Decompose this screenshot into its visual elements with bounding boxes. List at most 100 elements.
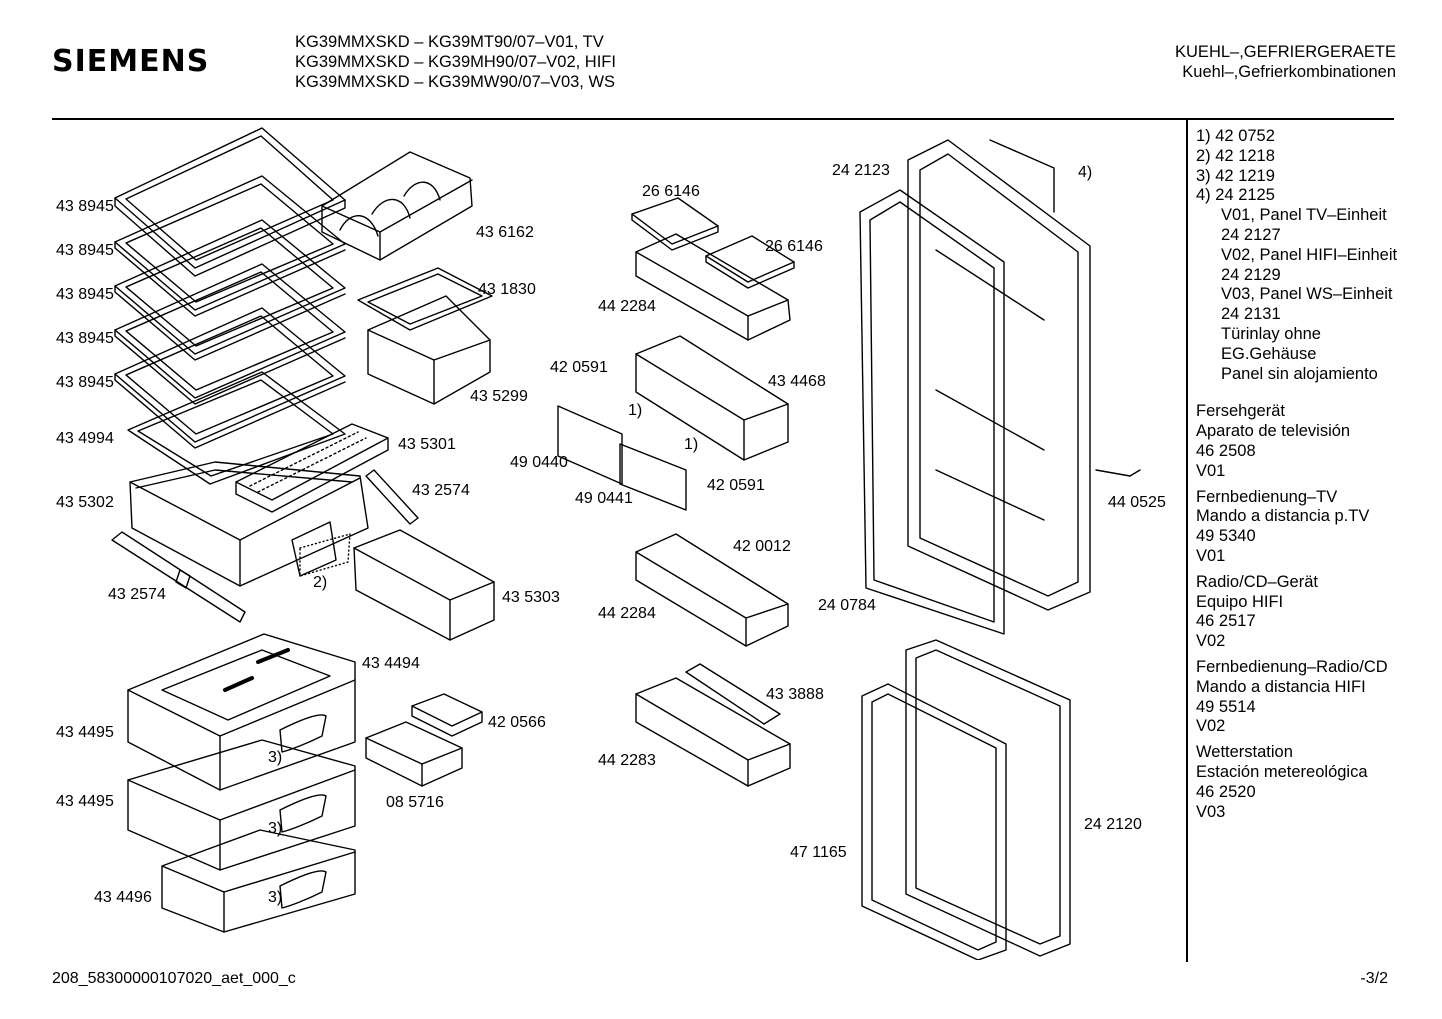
accessory-line: Estación metereológica	[1196, 762, 1368, 781]
door-shelf-with-flaps	[636, 336, 788, 460]
part-label-438945-c: 43 8945	[56, 286, 114, 303]
glass-shelf-4	[115, 264, 345, 404]
small-tray	[358, 268, 492, 330]
footnote-marker-2: 2)	[313, 574, 328, 591]
siemens-logo: SIEMENS	[52, 44, 210, 79]
legend-note-4-detail: Türinlay ohne	[1221, 324, 1321, 343]
footnote-marker-3-c: 3)	[268, 889, 283, 906]
page-number: -3/2	[1360, 970, 1388, 987]
accessory-line: Fernbedienung–Radio/CD	[1196, 657, 1388, 676]
flap-right	[620, 444, 686, 510]
part-label-420566: 42 0566	[488, 714, 546, 731]
part-label-266146-b: 26 6146	[765, 238, 823, 255]
freezer-door	[906, 640, 1070, 956]
accessory-line: Aparato de televisión	[1196, 422, 1351, 441]
glass-shelf-5	[115, 308, 345, 448]
footnote-marker-1-b: 1)	[684, 436, 699, 453]
accessory-hifi-remote: Fernbedienung–Radio/CD Mando a distancia…	[1196, 658, 1397, 737]
accessory-line: 46 2517	[1196, 612, 1256, 631]
part-label-434468: 43 4468	[768, 373, 826, 390]
vegetable-drawer	[130, 462, 368, 586]
part-label-442283: 44 2283	[598, 752, 656, 769]
part-label-266146-a: 26 6146	[642, 183, 700, 200]
door-cable	[1096, 470, 1140, 476]
glass-shelf-3	[115, 220, 345, 360]
side-rail-left	[112, 532, 245, 622]
part-label-436162: 43 6162	[476, 224, 534, 241]
storage-box	[368, 296, 490, 404]
part-label-432574-right: 43 2574	[412, 482, 470, 499]
part-label-440525: 44 0525	[1108, 494, 1166, 511]
accessory-line: V01	[1196, 461, 1226, 480]
footnote-marker-3-a: 3)	[268, 749, 283, 766]
footnote-marker-1-a: 1)	[628, 402, 643, 419]
part-label-435303: 43 5303	[502, 589, 560, 606]
part-label-471165: 47 1165	[790, 844, 847, 861]
ice-cube-tray	[412, 694, 482, 736]
model-list: KG39MMXSKD – KG39MT90/07–V01, TV KG39MMX…	[295, 32, 616, 92]
accessory-line: Mando a distancia HIFI	[1196, 677, 1366, 696]
door-shelf-lower	[636, 678, 790, 786]
legend-note-4-detail: 24 2127	[1221, 225, 1281, 244]
legend-note-4-detail: 24 2129	[1221, 265, 1281, 284]
freezer-drawer-top	[128, 634, 355, 790]
part-label-434994: 43 4994	[56, 430, 114, 447]
document-id: 208_58300000107020_aet_000_c	[52, 970, 296, 987]
part-label-420591-b: 42 0591	[707, 477, 765, 494]
legend-divider	[1186, 120, 1188, 962]
part-label-490440: 49 0440	[510, 454, 568, 471]
part-label-490441: 49 0441	[575, 490, 633, 507]
door-seal-upper	[860, 190, 1004, 634]
accessory-line: Mando a distancia p.TV	[1196, 507, 1370, 526]
accessory-line: 46 2508	[1196, 441, 1256, 460]
accessory-line: 46 2520	[1196, 782, 1256, 801]
flap-left	[558, 406, 622, 484]
model-line-v03: KG39MMXSKD – KG39MW90/07–V03, WS	[295, 73, 616, 91]
legend-note-4-detail: 24 2131	[1221, 305, 1281, 324]
part-label-432574-left: 43 2574	[108, 586, 166, 603]
drawer-cover-vents	[236, 424, 388, 512]
part-label-420012: 42 0012	[733, 538, 791, 555]
part-label-435302: 43 5302	[56, 494, 114, 511]
accessory-line: V02	[1196, 632, 1226, 651]
category-line-2: Kuehl–,Gefrierkombinationen	[1182, 63, 1396, 81]
part-label-431830: 43 1830	[478, 281, 536, 298]
part-label-433888: 43 3888	[766, 686, 824, 703]
part-label-085716: 08 5716	[386, 794, 444, 811]
accessory-line: V01	[1196, 546, 1226, 565]
part-label-434495-a: 43 4495	[56, 724, 114, 741]
accessory-weather-station: Wetterstation Estación metereológica 46 …	[1196, 743, 1397, 822]
model-line-v01: KG39MMXSKD – KG39MT90/07–V01, TV	[295, 33, 604, 51]
legend-note-4: 4) 24 2125	[1196, 186, 1275, 205]
legend-note-1: 1) 42 0752	[1196, 127, 1275, 145]
glass-shelf-2	[115, 176, 345, 316]
drawer-insert-2	[300, 534, 350, 576]
part-label-438945-a: 43 8945	[56, 198, 114, 215]
accessory-hifi: Radio/CD–Gerät Equipo HIFI 46 2517 V02	[1196, 573, 1397, 652]
part-label-442284-lower: 44 2284	[598, 605, 656, 622]
legend-note-3: 3) 42 1219	[1196, 166, 1275, 185]
accessory-line: Equipo HIFI	[1196, 592, 1284, 611]
footnote-marker-3-b: 3)	[268, 820, 283, 837]
bottle-rack	[322, 152, 472, 260]
part-label-435301: 43 5301	[398, 436, 456, 453]
part-label-442284-upper: 44 2284	[598, 298, 656, 315]
part-label-242120: 24 2120	[1084, 816, 1142, 833]
accessory-line: V02	[1196, 717, 1226, 736]
footnote-marker-4: 4)	[1078, 164, 1093, 181]
accessory-tv: Fersehgerät Aparato de televisión 46 250…	[1196, 402, 1397, 481]
accessory-tv-remote: Fernbedienung–TV Mando a distancia p.TV …	[1196, 488, 1397, 567]
ice-box	[366, 722, 462, 786]
side-rail-right	[366, 470, 418, 524]
accessory-line: V03	[1196, 802, 1226, 821]
accessory-line: Fernbedienung–TV	[1196, 487, 1338, 506]
part-label-434494: 43 4494	[362, 655, 420, 672]
part-label-438945-d: 43 8945	[56, 330, 114, 347]
header-divider	[52, 118, 1394, 120]
accessory-line: Wetterstation	[1196, 743, 1293, 762]
category-line-1: KUEHL–,GEFRIERGERAETE	[1175, 43, 1396, 61]
part-label-434495-b: 43 4495	[56, 793, 114, 810]
freezer-drawer-bottom	[162, 830, 355, 932]
accessory-line: 49 5514	[1196, 697, 1256, 716]
legend-note-4-detail: Panel sin alojamiento	[1221, 364, 1378, 383]
